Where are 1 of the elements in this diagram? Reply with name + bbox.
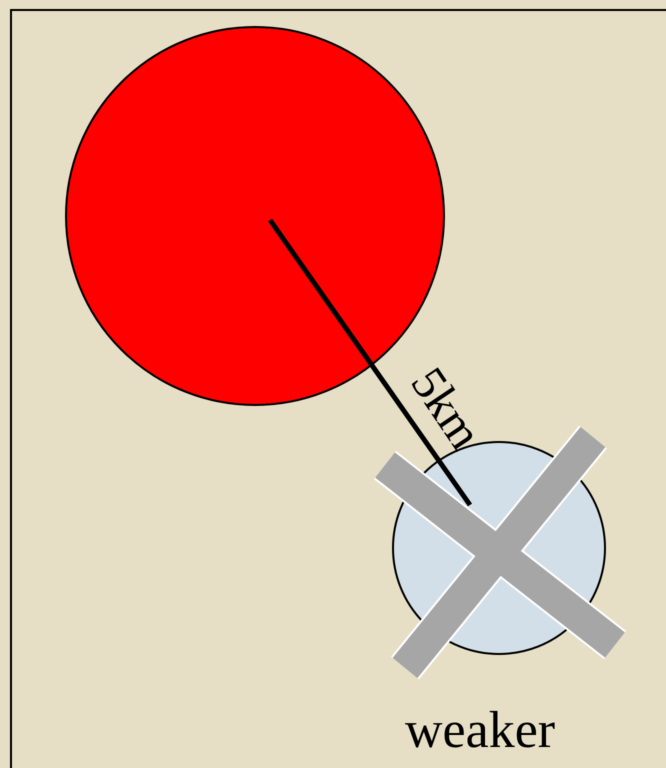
caption-label: weaker [405, 705, 556, 757]
